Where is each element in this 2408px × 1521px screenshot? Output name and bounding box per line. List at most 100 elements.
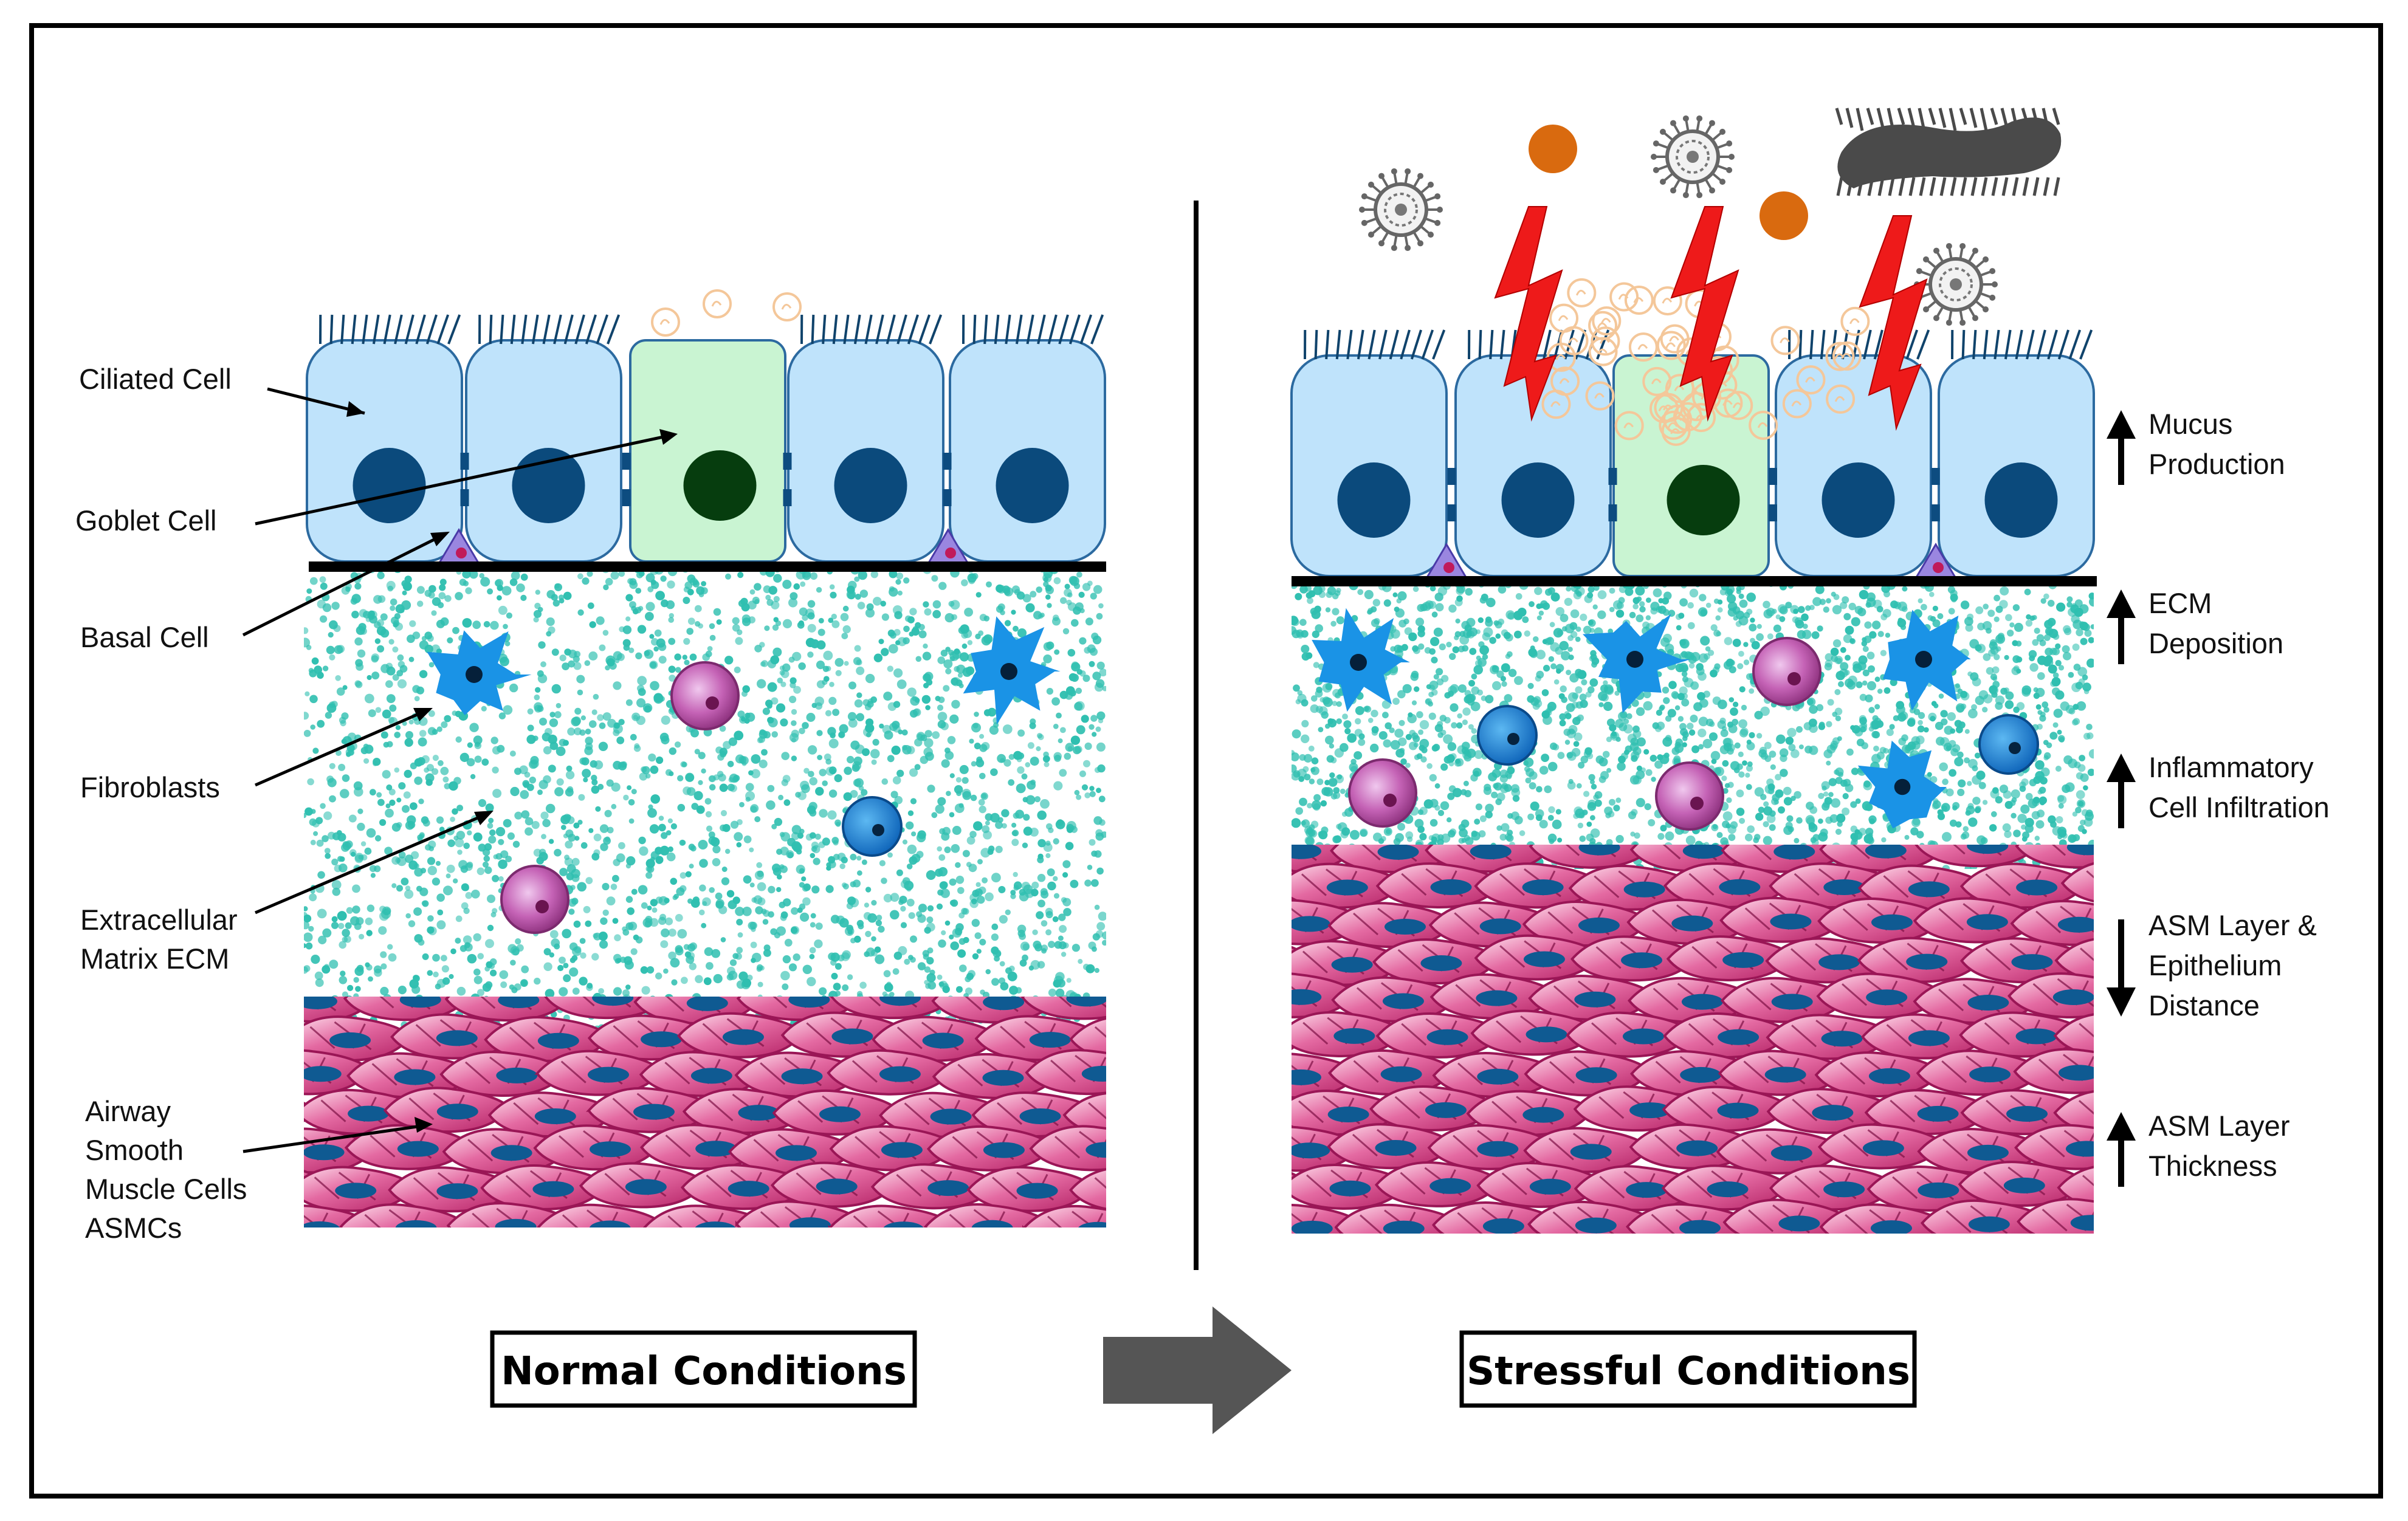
muscle-nucleus: [1022, 1258, 1063, 1274]
fibroblast: [1312, 608, 1410, 712]
muscle-nucleus: [2015, 1028, 2057, 1045]
muscle-nucleus: [2070, 1215, 2094, 1231]
goblet-nucleus: [1667, 465, 1740, 535]
muscle-nucleus: [881, 1142, 923, 1158]
smooth-muscle-cell: [675, 1241, 800, 1285]
muscle-nucleus: [2209, 1257, 2251, 1273]
cell-nucleus: [1337, 462, 1411, 538]
muscle-nucleus: [738, 1105, 780, 1121]
muscle-nucleus: [1629, 1102, 1671, 1119]
smooth-muscle-layer-stressed: [1141, 826, 2285, 1283]
muscle-nucleus: [534, 1108, 576, 1125]
lightning-icon: [1670, 206, 1739, 422]
basal-cell: [1425, 543, 1468, 579]
muscle-nucleus: [1327, 1106, 1369, 1122]
smooth-muscle-cell: [585, 1241, 710, 1285]
fibroblast: [963, 616, 1061, 725]
smooth-muscle-cell: [1141, 826, 1266, 870]
mucus-granule: [1591, 326, 1620, 356]
smooth-muscle-cell: [736, 997, 864, 1021]
muscle-nucleus: [1019, 1108, 1061, 1124]
label-fibroblasts: Fibroblasts: [80, 771, 220, 803]
muscle-nucleus: [1198, 1145, 1239, 1161]
muscle-nucleus: [1228, 1102, 1269, 1118]
muscle-nucleus: [983, 1142, 1025, 1158]
smooth-muscle-cell: [2160, 861, 2285, 905]
muscle-nucleus: [879, 1066, 921, 1082]
muscle-nucleus: [1908, 881, 1950, 898]
muscle-nucleus: [1773, 845, 1815, 860]
muscle-nucleus: [1522, 1107, 1564, 1123]
cell-nucleus: [1821, 462, 1895, 538]
muscle-nucleus: [1081, 1066, 1106, 1082]
muscle-nucleus: [1066, 997, 1106, 1007]
basement-membrane-stressed: [1292, 576, 2097, 586]
virus-icon: [1359, 168, 1443, 252]
stressful-conditions-box: [1459, 1330, 1917, 1408]
muscle-nucleus: [695, 1221, 735, 1227]
virus-icon: [1651, 115, 1735, 199]
mucus-granule: [1713, 388, 1743, 418]
stressful-conditions-label: Stressful Conditions: [1467, 1349, 1910, 1394]
muscle-nucleus: [1626, 1182, 1668, 1198]
smooth-muscle-cell: [290, 1243, 415, 1286]
smooth-muscle-cell: [1020, 997, 1106, 1020]
muscle-nucleus: [238, 1032, 280, 1048]
smooth-muscle-cell: [1573, 1085, 1701, 1132]
smooth-muscle-cell: [2013, 1048, 2094, 1094]
fibroblast-nucleus: [1894, 778, 1911, 795]
muscle-nucleus: [1578, 917, 1620, 933]
smooth-muscle-cell: [1766, 1238, 1891, 1282]
smooth-muscle-cell: [1960, 1089, 2088, 1136]
muscle-nucleus: [1078, 1221, 1106, 1227]
goblet-nucleus: [683, 450, 757, 521]
muscle-nucleus: [1526, 1026, 1567, 1043]
mucus-granule: [1628, 332, 1658, 362]
fibroblast: [427, 630, 532, 715]
muscle-nucleus: [2108, 1258, 2150, 1274]
lightning-icon: [1494, 206, 1563, 422]
smooth-muscle-cell: [777, 1241, 901, 1285]
muscle-nucleus: [789, 1217, 831, 1227]
smooth-muscle-cell: [2108, 828, 2232, 871]
muscle-nucleus: [341, 1258, 382, 1274]
smooth-muscle-cell: [1383, 1238, 1507, 1282]
muscle-nucleus: [1820, 1254, 1862, 1269]
muscle-nucleus: [819, 1106, 861, 1122]
muscle-nucleus: [498, 997, 540, 1009]
smooth-muscle-cell: [304, 1166, 417, 1212]
smooth-muscle-cell: [1292, 869, 1309, 895]
muscle-nucleus: [193, 991, 235, 1007]
mucus-granule: [1832, 341, 1862, 371]
mucus-granule: [1642, 366, 1672, 396]
smooth-muscle-cell: [533, 1124, 661, 1171]
left-labels: Ciliated Cell Goblet Cell Basal Cell Fib…: [75, 363, 678, 1244]
ciliated-cell: [306, 314, 463, 563]
smooth-muscle-cell: [1956, 1239, 2081, 1283]
smooth-muscle-cell: [1167, 1167, 1292, 1211]
smooth-muscle-cell: [975, 1243, 1100, 1286]
muscle-nucleus: [2003, 1177, 2045, 1193]
muscle-nucleus: [1870, 1220, 1912, 1234]
mucus-granule: [1660, 324, 1690, 354]
muscle-nucleus: [686, 997, 728, 1011]
smooth-muscle-cell: [1328, 1049, 1456, 1096]
smooth-muscle-cell: [1022, 1204, 1106, 1227]
muscle-nucleus: [1676, 1140, 1718, 1156]
muscle-nucleus: [927, 1180, 969, 1197]
muscle-nucleus: [1770, 1145, 1812, 1161]
smooth-muscle-cell: [1914, 845, 2040, 868]
muscle-nucleus: [1477, 1068, 1519, 1085]
mucus-granule: [1665, 374, 1694, 403]
smooth-muscle-cell: [1372, 938, 1501, 984]
mucus-granule: [1796, 365, 1826, 395]
muscle-nucleus: [695, 1141, 737, 1157]
smooth-muscle-cell: [2014, 1124, 2094, 1170]
smooth-muscle-cell: [1861, 1013, 1989, 1060]
smooth-muscle-cell: [1228, 1096, 1308, 1121]
muscle-nucleus: [1968, 1216, 2010, 1232]
muscle-nucleus: [2006, 1106, 2048, 1122]
